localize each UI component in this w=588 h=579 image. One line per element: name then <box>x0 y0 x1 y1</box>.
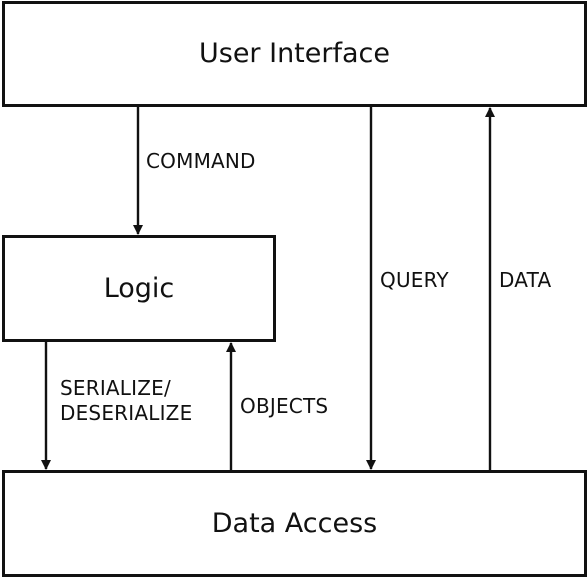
logic-box: Logic <box>2 235 276 342</box>
serialize-text: SERIALIZE/ DESERIALIZE <box>60 376 193 425</box>
user-interface-label: User Interface <box>198 38 390 70</box>
command-label: COMMAND <box>146 149 256 173</box>
data-access-box: Data Access <box>2 470 587 577</box>
query-label: QUERY <box>380 268 449 292</box>
data-label: DATA <box>499 268 552 292</box>
user-interface-box: User Interface <box>2 1 587 107</box>
data-access-label: Data Access <box>211 507 378 539</box>
serialize-label: SERIALIZE/ DESERIALIZE <box>60 376 192 426</box>
objects-label: OBJECTS <box>240 394 329 418</box>
logic-label: Logic <box>103 272 175 304</box>
